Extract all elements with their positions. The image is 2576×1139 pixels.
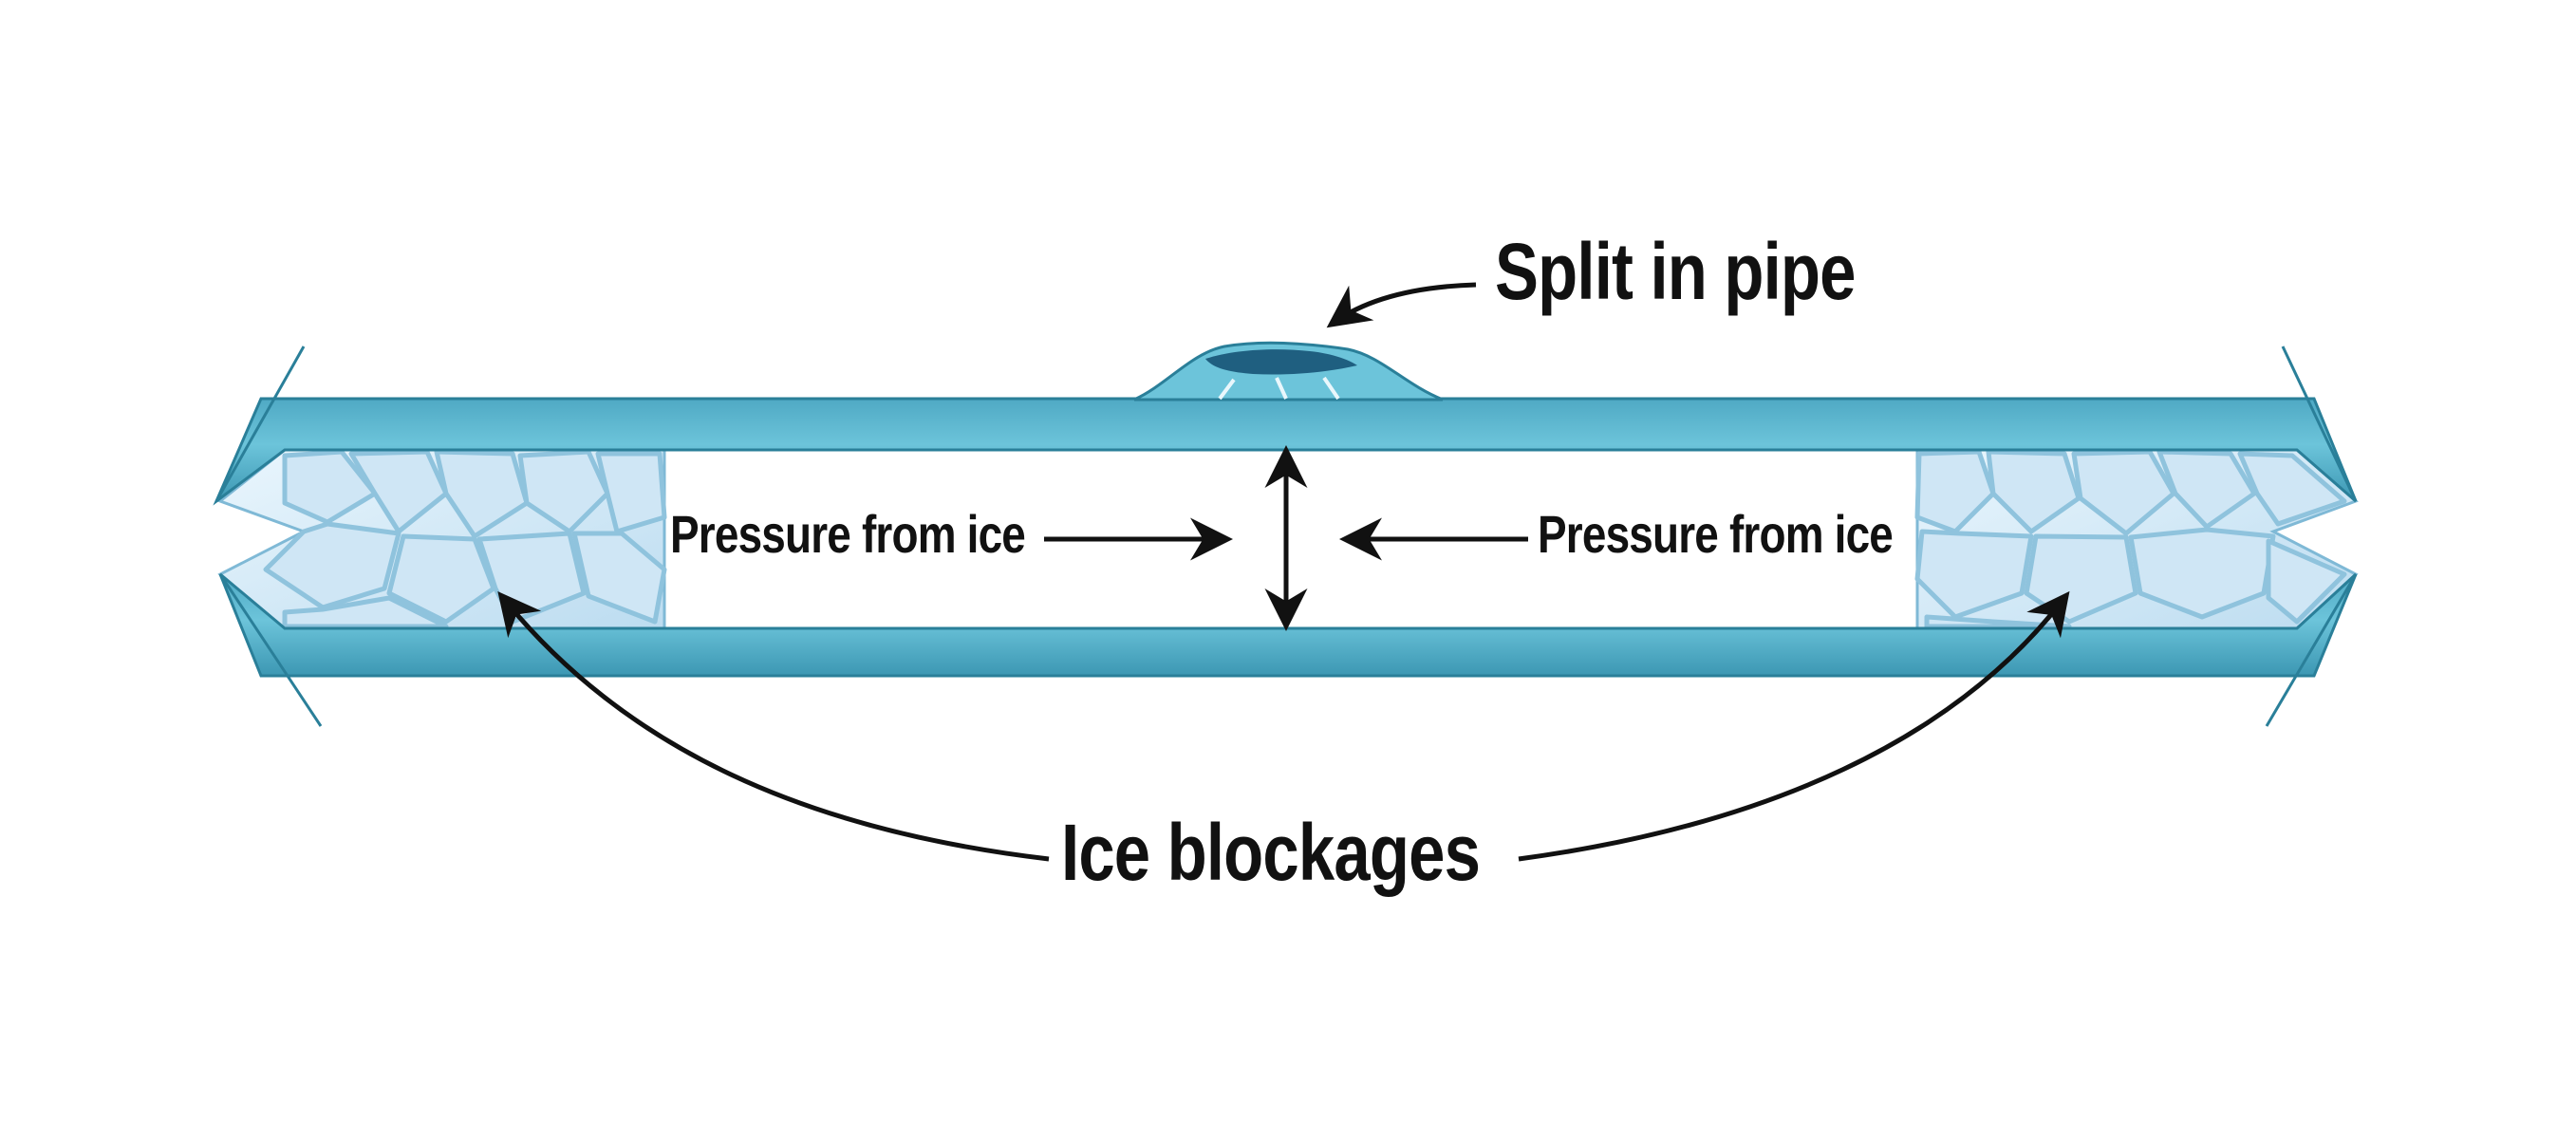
split-arrow bbox=[1326, 282, 1477, 328]
split-in-pipe-label: Split in pipe bbox=[1495, 227, 1856, 316]
ice-blockages-label: Ice blockages bbox=[1061, 808, 1481, 897]
ice-blockage-right-arrow bbox=[1518, 590, 2070, 862]
pressure-from-ice-label-right: Pressure from ice bbox=[1538, 504, 1894, 564]
pressure-from-ice-label-left: Pressure from ice bbox=[670, 504, 1026, 564]
ice-blockage-left bbox=[216, 448, 667, 630]
pipe-split-bulge bbox=[1133, 341, 1444, 401]
ice-blockage-right bbox=[1914, 448, 2359, 630]
arrows bbox=[497, 282, 2070, 862]
ice-blockage-left-arrow bbox=[497, 591, 1050, 862]
